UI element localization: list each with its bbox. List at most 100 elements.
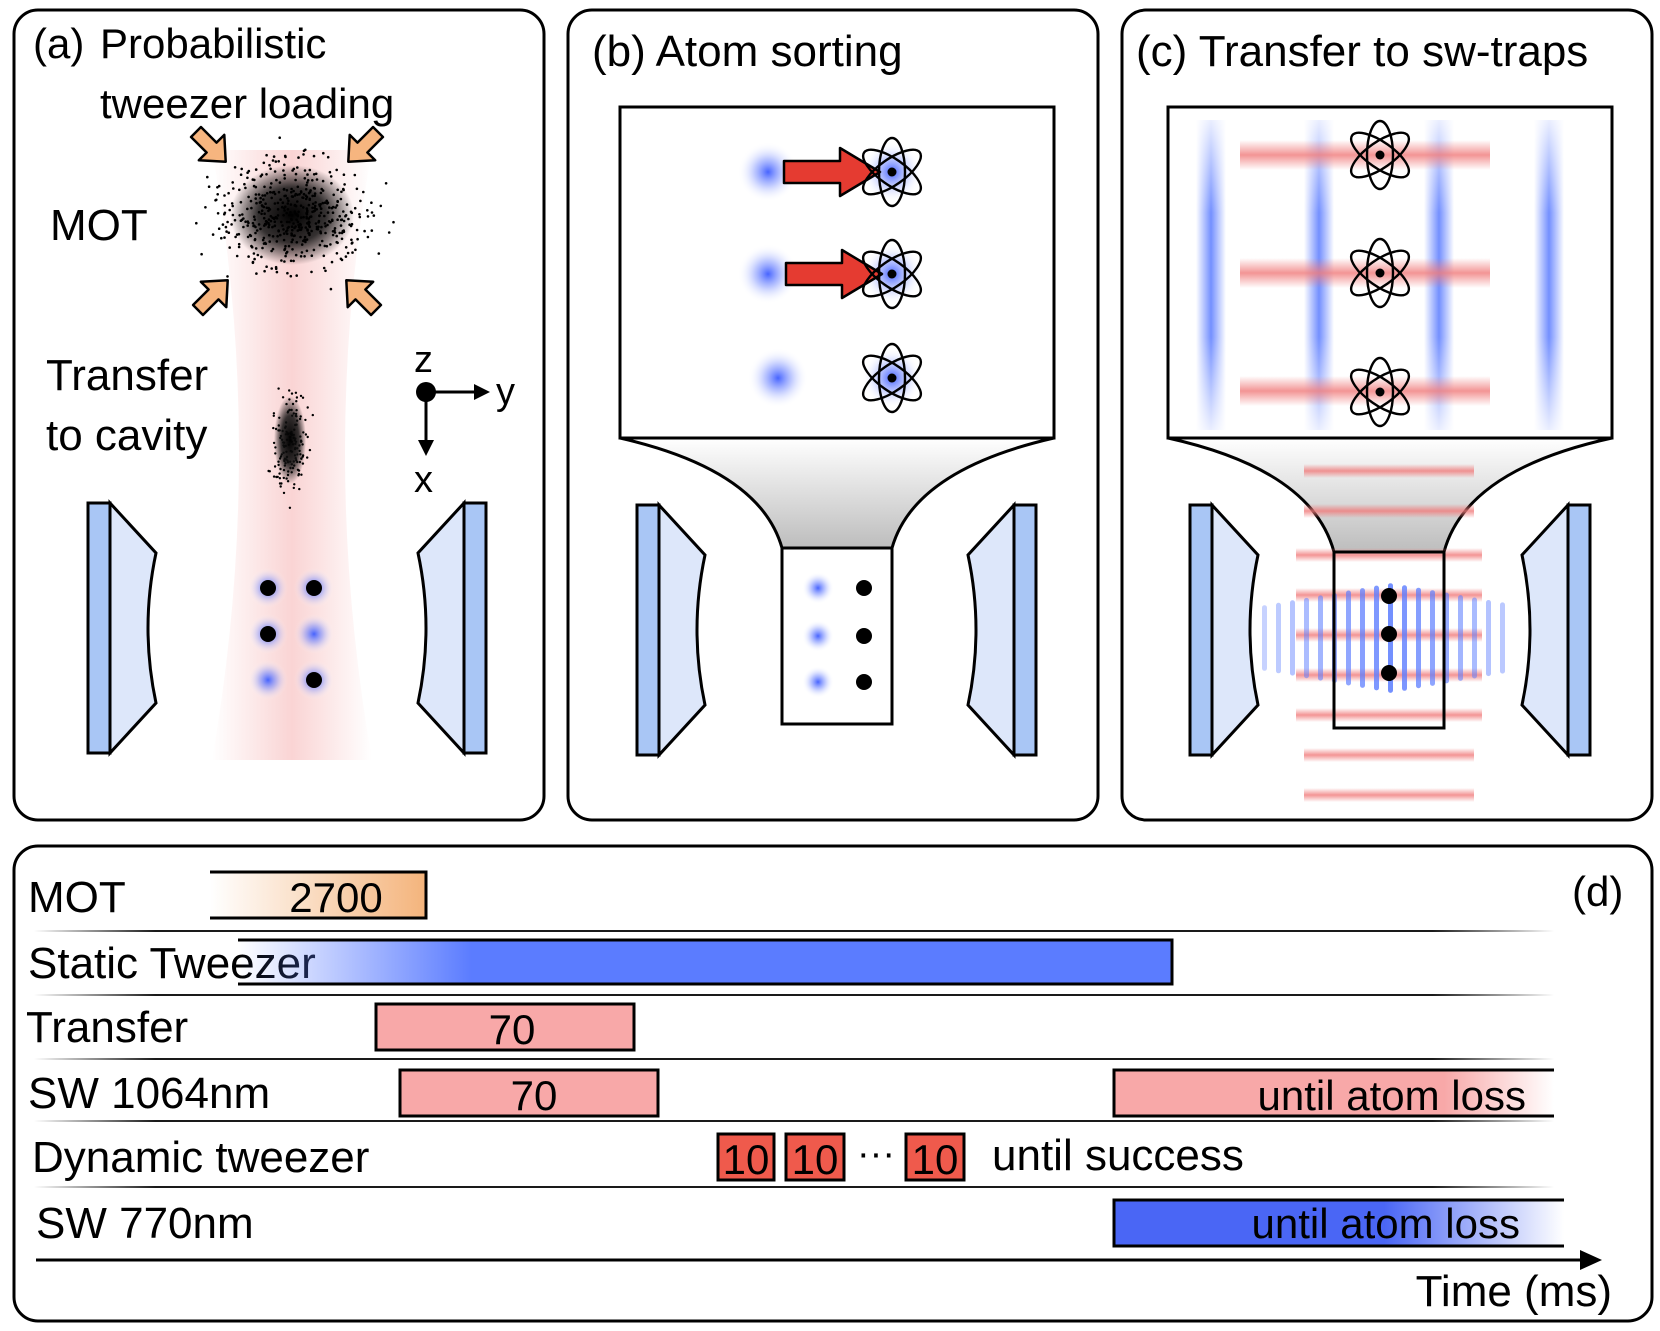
mot-speckle-dot (288, 213, 291, 217)
mot-speckle-dot (273, 170, 277, 173)
cavity-mirror-left (635, 503, 707, 757)
mot-speckle-dot (295, 218, 298, 221)
mot-speckle-dot (313, 192, 317, 195)
mot-speckle-dot (270, 182, 273, 185)
mot-speckle-dot (313, 194, 317, 198)
mot-speckle-dot (261, 246, 264, 250)
mot-speckle-dot (284, 254, 287, 258)
mot-speckle-dot (290, 190, 293, 194)
mot-speckle-dot (283, 260, 286, 263)
mot-speckle-dot (276, 201, 280, 205)
mot-speckle-dot (268, 240, 272, 243)
bar-mot-label: 2700 (289, 874, 382, 921)
mot-speckle-dot (292, 222, 295, 225)
mot-speckle-dot (228, 246, 231, 249)
mot-speckle-dot (285, 229, 289, 232)
transfer-speckle-dot (278, 477, 282, 480)
mot-speckle-dot (303, 169, 307, 172)
mot-speckle-dot (339, 197, 343, 201)
mot-speckle-dot (216, 186, 219, 189)
transfer-speckle-dot (294, 391, 298, 394)
mot-speckle-dot (267, 218, 271, 221)
mot-speckle-dot (335, 234, 339, 238)
mot-speckle-dot (267, 206, 271, 210)
mot-speckle-dot (226, 220, 229, 224)
mot-speckle-dot (351, 241, 354, 244)
mot-speckle-dot (249, 199, 253, 203)
mot-speckle-dot (359, 199, 362, 203)
mot-speckle-dot (355, 228, 359, 232)
cavity-mirror-right (1520, 503, 1592, 757)
mot-speckle-dot (370, 229, 374, 232)
mot-speckle-dot (238, 214, 241, 217)
sw-fringe (1346, 590, 1351, 686)
mot-speckle-dot (313, 204, 317, 208)
transfer-speckle-dot (272, 475, 276, 478)
row-label-sw-1064nm: SW 1064nm (28, 1069, 270, 1118)
mot-speckle-dot (316, 225, 319, 229)
mot-speckle-dot (303, 254, 306, 258)
mot-speckle-dot (308, 232, 311, 235)
mot-speckle-dot (204, 206, 207, 209)
mot-speckle-dot (304, 226, 308, 229)
mot-speckle-dot (299, 254, 303, 258)
mot-speckle-dot (268, 233, 271, 237)
mot-speckle-dot (296, 220, 300, 224)
mot-speckle-dot (351, 251, 354, 254)
mot-speckle-dot (231, 213, 235, 217)
mot-speckle-dot (240, 167, 243, 171)
mot-speckle-dot (260, 209, 264, 212)
row-label-transfer: Transfer (26, 1003, 188, 1052)
mot-speckle-dot (331, 211, 335, 214)
mot-speckle-dot (319, 230, 322, 233)
mot-speckle-dot (303, 177, 307, 180)
transfer-speckle-dot (306, 456, 309, 459)
mot-speckle-dot (317, 221, 320, 224)
mot-speckle-dot (223, 236, 226, 239)
mot-speckle-dot (340, 218, 344, 221)
mot-speckle-dot (306, 179, 310, 182)
mot-speckle-dot (335, 204, 339, 207)
mot-speckle-dot (331, 230, 335, 233)
mot-speckle-dot (326, 155, 330, 159)
atoms-in-sw (1381, 588, 1397, 681)
mot-speckle-dot (322, 151, 325, 155)
mot-speckle-dot (263, 222, 267, 226)
mot-speckle-dot (344, 246, 348, 249)
sw-fringe (1500, 602, 1505, 674)
mot-speckle-dot (300, 226, 304, 229)
mot-speckle-dot (329, 287, 333, 291)
mot-speckle-dot (268, 163, 271, 167)
mot-speckle-dot (242, 217, 245, 220)
mot-speckle-dot (263, 194, 267, 197)
mot-speckle-dot (302, 215, 305, 219)
mot-speckle-dot (331, 233, 335, 237)
transfer-speckle-dot (299, 394, 303, 398)
mot-speckle-dot (311, 202, 315, 206)
sw-fringe (1402, 585, 1407, 691)
mot-speckle-dot (282, 206, 286, 210)
mot-speckle-dot (363, 229, 366, 233)
mot-speckle-dot (251, 260, 255, 264)
panel-a: z y x (a) Probabilistic tweezer loading … (12, 8, 546, 822)
mot-speckle-dot (261, 238, 265, 242)
mot-speckle-dot (333, 227, 337, 230)
mot-speckle-dot (289, 211, 292, 214)
mot-speckle-dot (324, 231, 327, 235)
mot-speckle-dot (349, 210, 353, 214)
mot-speckle-dot (273, 216, 277, 220)
bar-dyn-2-label: 10 (792, 1136, 839, 1183)
cavity-mirror-left (86, 501, 158, 755)
bar-transfer: 70 (374, 1002, 636, 1053)
mot-speckle-dot (241, 213, 244, 216)
mot-speckle-dot (258, 201, 262, 204)
mot-speckle-dot (322, 266, 326, 270)
mot-speckle-dot (254, 193, 258, 196)
mot-speckle-dot (299, 204, 303, 207)
sorted-array (802, 572, 872, 698)
mot-speckle-dot (246, 176, 249, 180)
bar-sw-1064-first: 70 (398, 1068, 660, 1119)
mot-speckle-dot (275, 240, 279, 243)
mot-speckle-dot (299, 235, 302, 239)
panel-a-title-line2: tweezer loading (100, 80, 394, 127)
